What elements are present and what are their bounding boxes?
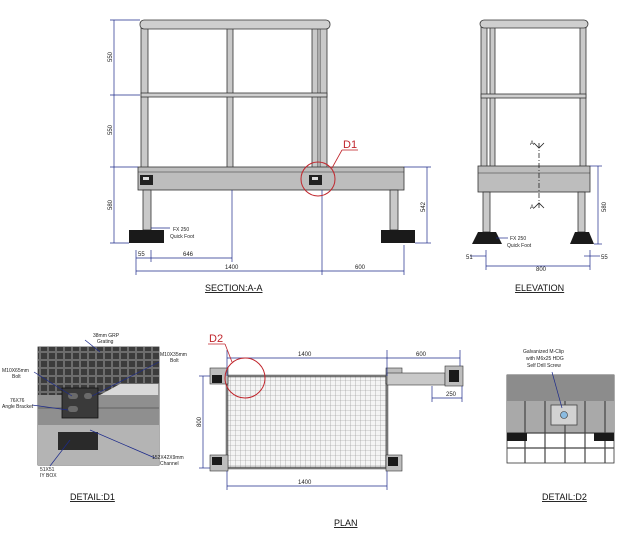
detail-d2-title: DETAIL:D2 — [542, 492, 587, 502]
d1-label-grating-line1: 38mm GRP — [93, 333, 120, 339]
elevation-quick-foot-right — [570, 232, 594, 244]
dim-plan-width-600: 600 — [416, 352, 427, 358]
detail-d1-title: DETAIL:D1 — [70, 492, 115, 502]
section-post-middle — [226, 26, 234, 171]
d2-label-line2: with M6x25 HDG — [526, 356, 564, 362]
section-quick-foot-right — [381, 230, 415, 243]
d1-label-box-line2: IY BOX — [40, 473, 57, 479]
dim-plan-width-bottom: 1400 — [298, 480, 312, 486]
d1-label-bracket-line1: 76X76 — [10, 398, 25, 404]
elevation-post-left-inner — [489, 25, 496, 172]
elevation-view: A A 580 800 51 55 FX 250 Quick Foot ELEV… — [466, 19, 608, 293]
elevation-foot-label-line2: Quick Foot — [507, 243, 532, 249]
section-post-left — [140, 26, 149, 171]
plan-extension-arm — [386, 372, 446, 386]
d1-label-box-line1: 51X51 — [40, 467, 55, 473]
dim-plan-height-800: 800 — [197, 416, 203, 427]
detail-d1-channel — [38, 395, 159, 425]
section-top-handrail — [139, 19, 331, 30]
section-leg-left — [142, 189, 152, 231]
dim-section-width-55: 55 — [138, 252, 145, 258]
plan-grating-deck — [226, 375, 388, 469]
elevation-leg-left — [482, 191, 491, 233]
callout-d2-circle — [224, 357, 266, 399]
d1-label-bolt-left-line2: Bolt — [12, 374, 21, 380]
elevation-foot-label-line1: FX 250 — [510, 236, 526, 242]
section-deck — [137, 166, 405, 191]
elevation-top-handrail — [479, 19, 589, 29]
elevation-view-title: ELEVATION — [515, 283, 564, 293]
dim-elevation-height-580: 580 — [602, 201, 608, 212]
detail-d2-view: Galvanized M-Clip with M6x25 HDG Self Dr… — [506, 349, 615, 502]
elevation-post-right — [579, 25, 587, 172]
d1-label-channel-line2: Channel — [160, 461, 179, 467]
elevation-section-mark-bottom: A — [530, 205, 534, 211]
d1-label-grating-line2: Grating — [97, 339, 114, 345]
dim-plan-width-250: 250 — [446, 392, 457, 398]
d1-label-bolt-right-line1: M10X35mm — [160, 352, 187, 358]
detail-d1-iy-box — [58, 432, 98, 450]
dim-plan-width-top: 1400 — [298, 352, 312, 358]
section-mid-rail — [140, 92, 328, 98]
d1-label-bracket-line2: Angle Bracket — [2, 404, 34, 410]
section-quick-foot-left — [129, 230, 164, 243]
elevation-leg-right — [577, 191, 586, 233]
section-foot-label-line1: FX 250 — [173, 227, 189, 233]
elevation-section-mark-top: A — [530, 141, 534, 147]
plan-foot-bottom-left — [212, 457, 222, 465]
dim-elevation-width-51: 51 — [466, 255, 473, 261]
dim-section-height-top: 550 — [108, 51, 114, 62]
dim-section-height-right: 542 — [421, 201, 427, 212]
detail-d1-view: 38mm GRP Grating M10X65mm Bolt M10X35mm … — [2, 333, 187, 502]
section-foot-label-line2: Quick Foot — [170, 234, 195, 240]
d1-label-channel-line1: 152X42X9mm — [152, 455, 184, 461]
elevation-quick-foot-left — [472, 232, 502, 244]
elevation-post-left-outer — [480, 25, 488, 172]
detail-d2-channel — [507, 375, 614, 401]
section-post-right-inner — [311, 26, 319, 171]
d2-label-line1: Galvanized M-Clip — [523, 349, 564, 355]
section-post-right — [319, 26, 328, 171]
dim-section-width-600: 600 — [355, 265, 366, 271]
plan-view-title: PLAN — [334, 518, 358, 528]
plan-view: 1400 600 250 800 1400 D2 PLAN — [197, 333, 464, 528]
callout-d1-label: D1 — [343, 139, 357, 151]
section-a-a-view: 550 550 580 542 55 646 1400 600 FX 250 Q… — [108, 19, 431, 293]
plan-foot-bottom-right — [388, 457, 398, 466]
dim-section-width-646: 646 — [183, 252, 194, 258]
callout-d1-circle — [300, 161, 336, 197]
d1-label-bolt-left-line1: M10X65mm — [2, 368, 29, 374]
section-view-title: SECTION:A-A — [205, 283, 263, 293]
detail-d1-angle-bracket — [61, 387, 99, 419]
callout-d2-label: D2 — [209, 333, 223, 345]
dim-elevation-width-800: 800 — [536, 267, 547, 273]
dim-section-width-1400: 1400 — [225, 265, 239, 271]
section-leg-right — [389, 189, 399, 231]
plan-foot-top-left — [212, 375, 222, 383]
dim-elevation-width-55: 55 — [601, 255, 608, 261]
plan-foot-extension — [449, 370, 459, 382]
dim-section-height-bottom: 580 — [108, 199, 114, 210]
elevation-deck — [477, 165, 591, 193]
d1-label-bolt-right-line2: Bolt — [170, 358, 179, 364]
d2-label-line3: Self Drill Screw — [527, 363, 561, 369]
detail-d1-grating — [38, 347, 159, 395]
elevation-mid-rail — [480, 93, 587, 99]
detail-d2-screw — [560, 411, 568, 419]
dim-section-height-mid: 550 — [108, 124, 114, 135]
